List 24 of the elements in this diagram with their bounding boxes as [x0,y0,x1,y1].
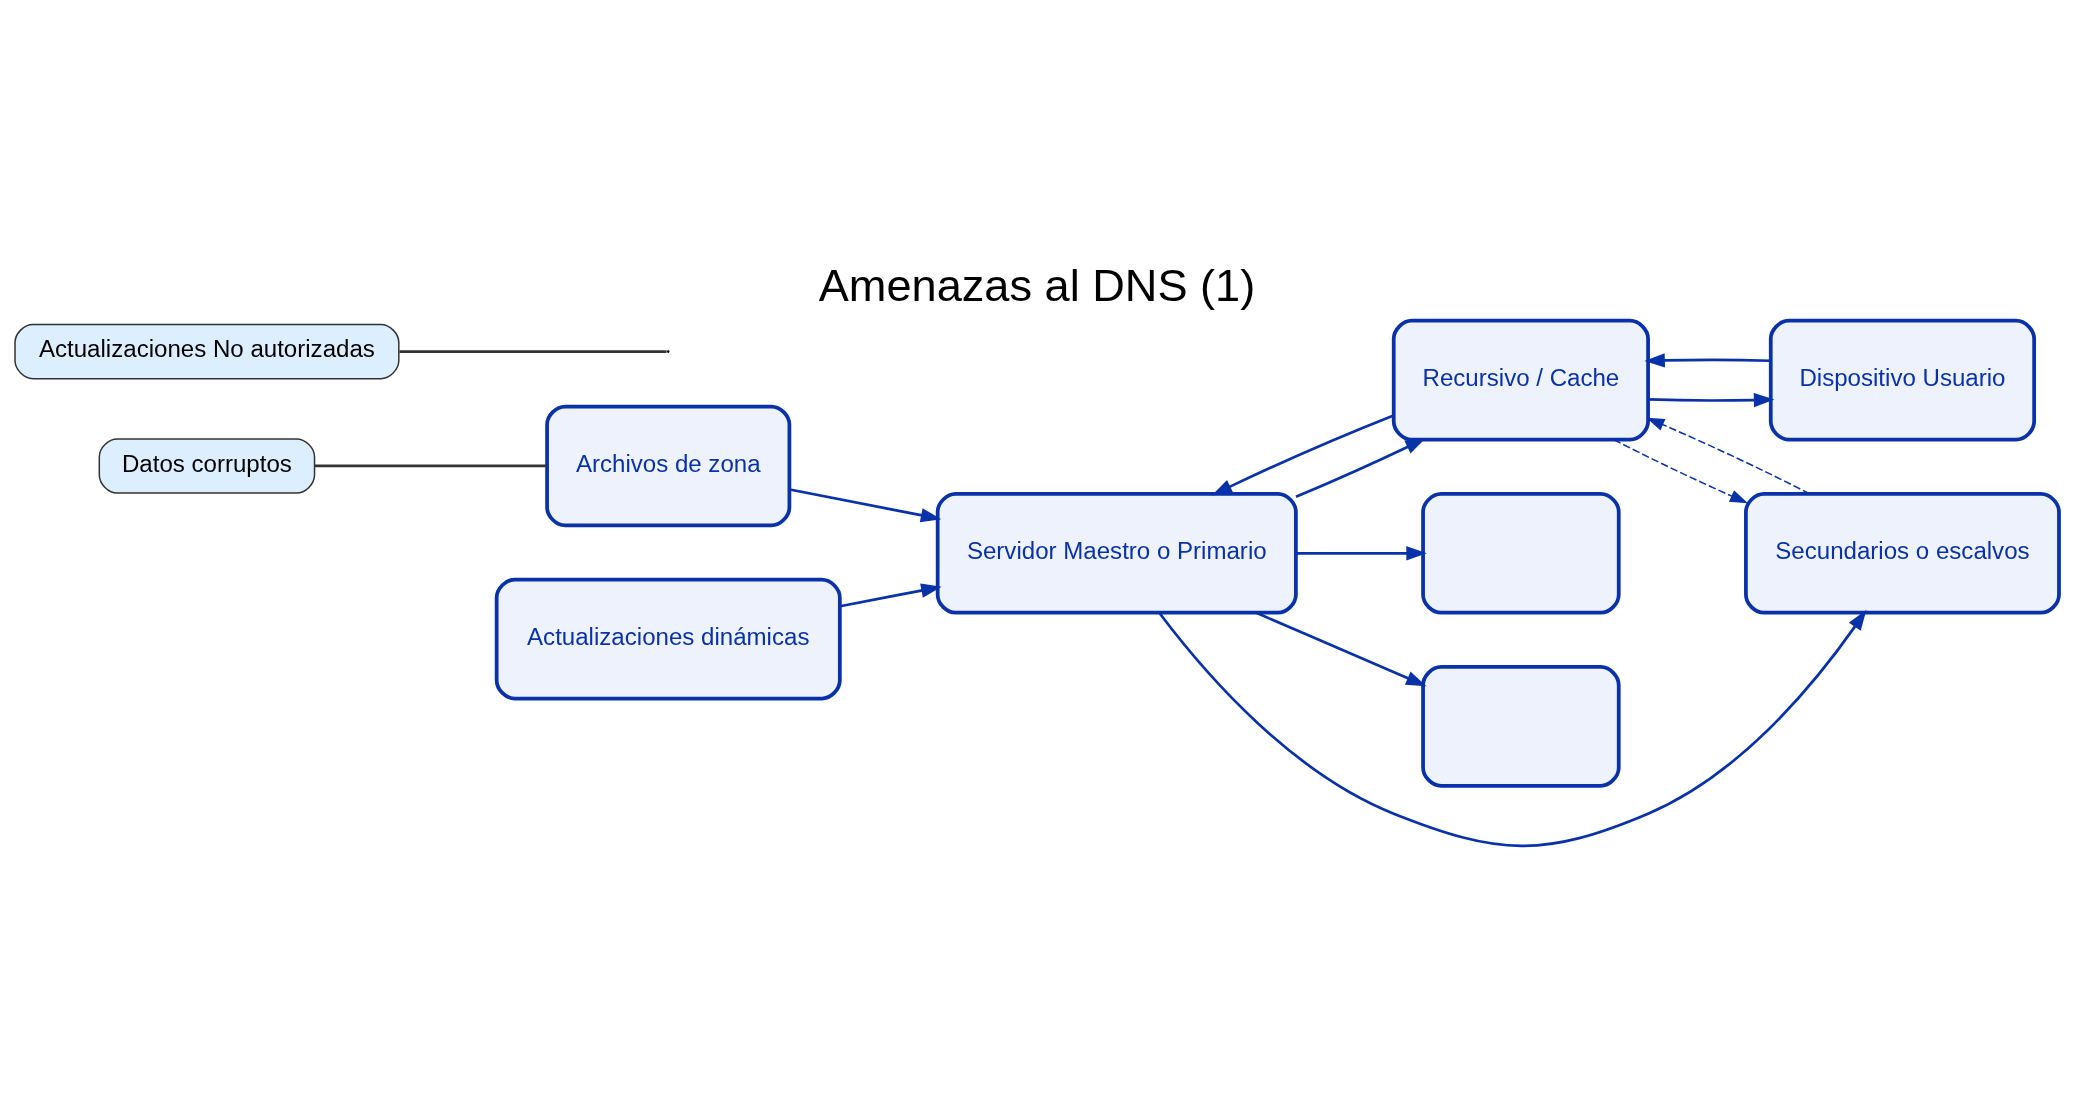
arrow [1255,611,1427,686]
node-box: Servidor Maestro o Primario [935,491,1298,615]
arrow [1295,545,1427,560]
arrow [1646,417,1811,495]
node-box: Actualizaciones No autorizadas [14,323,400,379]
node-box: Recursivo / Cache [1391,318,1650,441]
arrow [1295,437,1426,498]
diagram-title: Amenazas al DNS (1) [818,259,1256,311]
node-box: Secundarios o escalvos [1744,491,2061,615]
connector [314,464,547,467]
arrow [789,487,942,522]
node-box: Archivos de zona [545,404,792,527]
arrow [1613,438,1748,503]
arrow [1648,392,1775,407]
connector [399,349,667,353]
node-box: Actualizaciones dinámicas [494,577,842,700]
arrow [1158,609,1867,847]
arrow [1211,413,1395,495]
node-box: Dispositivo Usuario [1768,318,2037,441]
node-box [1421,664,1621,788]
arrow [839,583,942,608]
node-box [1421,491,1621,615]
node-box: Datos corruptos [98,437,316,494]
arrow [1644,352,1771,368]
